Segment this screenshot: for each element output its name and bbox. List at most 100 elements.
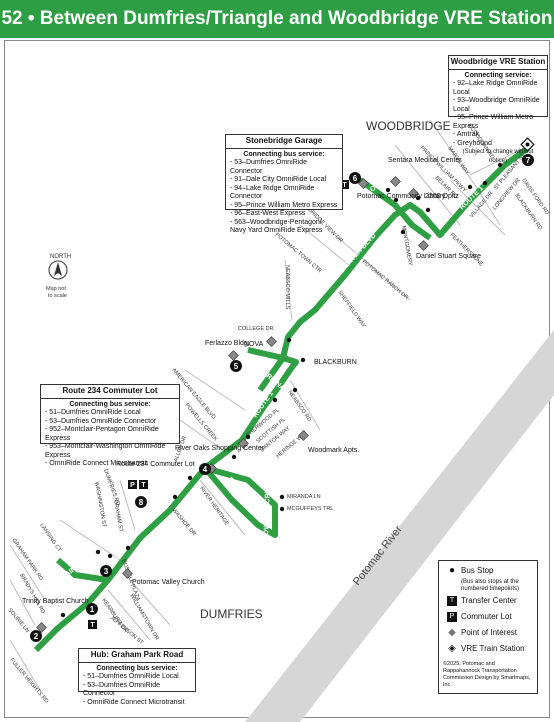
poi-icon bbox=[238, 438, 249, 449]
poi-label-river-oaks: River Oaks Shopping Center bbox=[175, 445, 265, 452]
commuter-lot-icon: P bbox=[447, 612, 457, 622]
box-item: - 95–Prince William Metro Express bbox=[453, 114, 534, 130]
route-main-st bbox=[56, 557, 109, 583]
street-label: WASHINGTON ST bbox=[93, 481, 107, 528]
area-label-woodbridge: WOODBRIDGE bbox=[366, 119, 451, 133]
box-title: Route 234 Commuter Lot bbox=[41, 385, 179, 399]
box-item: - 51–Dumfries OmniRide Local bbox=[83, 673, 179, 680]
box-item: - 93–Woodbridge OmniRide Local bbox=[453, 97, 540, 113]
legend-row-poi: ◆ Point of Interest bbox=[443, 625, 533, 641]
legend-row-bus-stop: ● Bus Stop bbox=[443, 563, 533, 579]
bus-stop bbox=[95, 549, 101, 555]
route-label-powells-creek: POWELLS CREEK bbox=[263, 479, 272, 540]
poi-label-church: Potomac Valley Church bbox=[132, 579, 205, 586]
street-label: LANSING CT bbox=[38, 523, 62, 554]
legend-note: (Bus also stops at the numbered timepoin… bbox=[461, 579, 520, 592]
timepoint-8 bbox=[135, 496, 147, 508]
street-label: JEFFERSON ST bbox=[109, 615, 145, 647]
legend-row-transfer: T Transfer Center bbox=[443, 593, 533, 609]
legend-row-commuter: P Commuter Lot bbox=[443, 609, 533, 625]
route-branch-cardinal bbox=[247, 347, 289, 392]
vre-station-icon bbox=[520, 137, 535, 152]
bus-stop bbox=[400, 229, 406, 235]
bus-stops bbox=[60, 162, 503, 618]
timepoint-6 bbox=[349, 172, 361, 184]
box-item: - 53–Dumfries OmniRide Connector bbox=[83, 681, 161, 698]
poi-icon bbox=[358, 178, 369, 189]
box-subtitle: Connecting bus service: bbox=[243, 150, 325, 158]
bus-stop bbox=[125, 545, 131, 551]
poi-label-2200: 2200 Opitz bbox=[425, 193, 459, 200]
bus-stop-icon: ● bbox=[448, 564, 456, 576]
bus-stop bbox=[393, 197, 399, 203]
bus-stop bbox=[292, 387, 298, 393]
poi-icon bbox=[408, 188, 419, 199]
svg-text:4: 4 bbox=[203, 465, 208, 474]
timepoint-7 bbox=[522, 154, 534, 166]
vre-station-icon: ◈ bbox=[448, 642, 456, 654]
bus-stop bbox=[286, 337, 292, 343]
map-credit: ©2025, Potomac and Rappahannock Transpor… bbox=[443, 661, 531, 688]
route-loop-opitz bbox=[358, 177, 432, 241]
bus-stop bbox=[482, 180, 488, 186]
timepoint-1 bbox=[86, 603, 98, 615]
street-label: GRAHAM PARK RD bbox=[10, 538, 43, 582]
timepoint-5 bbox=[230, 360, 242, 372]
poi-label-trinity: Trinity Baptist Church bbox=[22, 598, 89, 605]
poi-icon bbox=[36, 622, 47, 633]
box-item: Navy Yard OmniRide Express bbox=[230, 227, 323, 234]
box-item: - Amtrak bbox=[453, 131, 480, 138]
box-item: - 94–Lake Ridge OmniRide Connector bbox=[230, 184, 315, 201]
svg-text:Map not: Map not bbox=[46, 286, 66, 292]
timepoint-3 bbox=[100, 565, 112, 577]
transfer-center-icon: T bbox=[447, 596, 457, 606]
box-item: - 91–Dale City OmniRide Local bbox=[230, 176, 327, 183]
poi-icon bbox=[298, 430, 309, 441]
box-item: - 51–Dumfries OmniRide Local bbox=[45, 409, 141, 416]
bus-stop bbox=[497, 162, 503, 168]
box-title: Stonebridge Garage bbox=[226, 135, 342, 149]
box-item: - 53–Dumfries OmniRide Connector bbox=[45, 417, 157, 425]
poi-icon bbox=[418, 240, 429, 251]
poi-icon bbox=[122, 568, 133, 579]
box-item: - 95–Prince William Metro Express bbox=[230, 201, 338, 209]
street-grid bbox=[9, 119, 521, 691]
bus-stop bbox=[60, 612, 66, 618]
poi-markers bbox=[36, 176, 429, 633]
svg-text:3: 3 bbox=[104, 567, 109, 576]
timepoint-4 bbox=[199, 463, 211, 475]
svg-text:T: T bbox=[90, 622, 95, 629]
area-label-dumfries: DUMFRIES bbox=[200, 607, 263, 621]
poi-label-blackburn: BLACKBURN bbox=[314, 359, 357, 366]
svg-text:6: 6 bbox=[353, 174, 358, 183]
box-item: - 96–East-West Express bbox=[230, 210, 306, 217]
box-item: - Greyhound bbox=[453, 139, 492, 147]
route-title: 52 • Between Dumfries/Triangle and Woodb… bbox=[0, 0, 554, 38]
bus-stop bbox=[425, 207, 431, 213]
svg-text:5: 5 bbox=[234, 362, 239, 371]
box-title: Hub: Graham Park Road bbox=[79, 649, 195, 663]
transfer-center-icon bbox=[340, 180, 349, 189]
box-item: - 53–Dumfries OmniRide Connector bbox=[230, 159, 308, 175]
bus-stop bbox=[172, 494, 178, 500]
commuter-lot-icon bbox=[128, 480, 137, 489]
route-label-fraley: FRALEY BLVD bbox=[111, 524, 146, 566]
bus-stop bbox=[272, 397, 278, 403]
bus-stop bbox=[245, 434, 251, 440]
svg-text:1: 1 bbox=[90, 605, 95, 614]
box-subtitle: Connecting bus service: bbox=[96, 664, 178, 672]
street-label: WASHOE DR bbox=[170, 507, 196, 537]
street-label: GRAHAM ST bbox=[112, 499, 124, 533]
poi-label-commuter-lot: Route 234 Commuter Lot bbox=[116, 461, 195, 468]
svg-text:T: T bbox=[141, 482, 146, 489]
svg-text:8: 8 bbox=[139, 498, 144, 507]
bus-stop bbox=[231, 454, 237, 460]
bus-stop bbox=[415, 195, 421, 201]
timepoint-2 bbox=[30, 630, 42, 642]
street-label: FULLER HEIGHTS RD bbox=[8, 657, 49, 704]
bus-stop bbox=[300, 357, 306, 363]
north-arrow: NORTH Map not to scale bbox=[46, 254, 71, 299]
street-label: POTOMAC TOWN CTR bbox=[274, 232, 323, 274]
transfer-center-icon bbox=[139, 480, 148, 489]
